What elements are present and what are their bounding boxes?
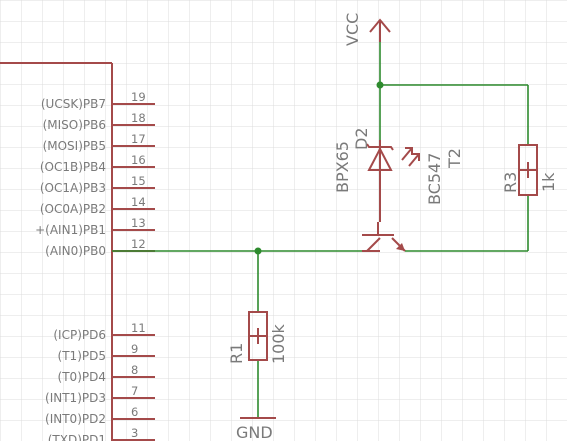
microcontroller[interactable]: (UCSK)PB7 19 (MISO)PB6 18 (MOSI)PB5 17 (OC1B)P… bbox=[0, 62, 155, 441]
mcu-pin-name: (AIN0)PB0 bbox=[45, 244, 106, 258]
mcu-pins-top: (UCSK)PB7 19 (MISO)PB6 18 (MOSI)PB5 17 (OC1B)P… bbox=[35, 90, 155, 258]
transistor-collector-leg bbox=[366, 237, 381, 252]
junction-vcc bbox=[376, 81, 384, 89]
t2-value: BC547 bbox=[425, 153, 444, 205]
mcu-pins-bottom: (ICP)PD6 11 (T1)PD5 9 (T0)PD4 8 (INT1)PD3 7 (INT… bbox=[45, 321, 155, 441]
resistor-r3[interactable]: R3 1k bbox=[501, 144, 558, 196]
emitter-arrow-icon bbox=[396, 243, 405, 251]
vcc-symbol[interactable]: VCC bbox=[343, 13, 391, 46]
mcu-pin-name: (T0)PD4 bbox=[58, 370, 106, 384]
mcu-pin-number: 19 bbox=[131, 90, 146, 104]
mcu-pin-number: 17 bbox=[131, 132, 146, 146]
r3-body bbox=[518, 144, 538, 196]
r1-value: 100k bbox=[269, 323, 288, 364]
mcu-pin-name: (INT0)PD2 bbox=[45, 412, 106, 426]
r3-name: R3 bbox=[501, 172, 520, 193]
light-arrows-icon bbox=[401, 147, 420, 167]
mcu-pin-name: (OC1A)PB3 bbox=[40, 181, 106, 195]
mcu-pin-number: 12 bbox=[131, 237, 146, 251]
mcu-pin-name: (INT1)PD3 bbox=[45, 391, 106, 405]
diode-cathode-bar bbox=[366, 143, 394, 151]
wires bbox=[112, 42, 529, 417]
mcu-pin-name: (MOSI)PB5 bbox=[43, 139, 106, 153]
mcu-pin-number: 14 bbox=[131, 195, 146, 209]
r1-name: R1 bbox=[227, 343, 246, 364]
gnd-label: GND bbox=[236, 423, 273, 441]
d2-value: BPX65 bbox=[333, 141, 352, 193]
mcu-pin-number: 3 bbox=[131, 426, 138, 440]
t2-name: T2 bbox=[445, 148, 464, 169]
r3-value: 1k bbox=[539, 172, 558, 192]
mcu-pin-number: 8 bbox=[131, 363, 138, 377]
vcc-label: VCC bbox=[343, 13, 362, 46]
mcu-pin-number: 7 bbox=[131, 384, 138, 398]
mcu-pin-number: 9 bbox=[131, 342, 138, 356]
mcu-pin-name: (UCSK)PB7 bbox=[41, 97, 106, 111]
transistor-t2[interactable]: BC547 T2 bbox=[362, 148, 464, 252]
mcu-pin-number: 18 bbox=[131, 111, 146, 125]
mcu-pin-number: 15 bbox=[131, 174, 146, 188]
mcu-pin-name: (OC0A)PB2 bbox=[40, 202, 106, 216]
mcu-pin-name: (MISO)PB6 bbox=[43, 118, 106, 132]
mcu-pin-name: (ICP)PD6 bbox=[53, 328, 106, 342]
vcc-arrow-icon bbox=[369, 18, 391, 33]
d2-name: D2 bbox=[352, 128, 371, 151]
resistor-r1[interactable]: R1 100k bbox=[227, 311, 288, 364]
diode-triangle-icon bbox=[367, 146, 393, 171]
mcu-pin-name: (OC1B)PB4 bbox=[40, 160, 106, 174]
mcu-pin-name: +(AIN1)PB1 bbox=[35, 223, 106, 237]
r1-body bbox=[248, 311, 268, 361]
photodiode-d2[interactable]: BPX65 D2 bbox=[333, 128, 420, 223]
mcu-pin-name: (TXD)PD1 bbox=[48, 433, 106, 441]
gnd-symbol[interactable]: GND bbox=[236, 417, 276, 441]
mcu-pin-number: 16 bbox=[131, 153, 146, 167]
mcu-pin-name: (T1)PD5 bbox=[58, 349, 106, 363]
mcu-pin-number: 6 bbox=[131, 405, 138, 419]
mcu-pin-number: 11 bbox=[131, 321, 146, 335]
junction-pb0 bbox=[254, 247, 262, 255]
mcu-pin-number: 13 bbox=[131, 216, 146, 230]
